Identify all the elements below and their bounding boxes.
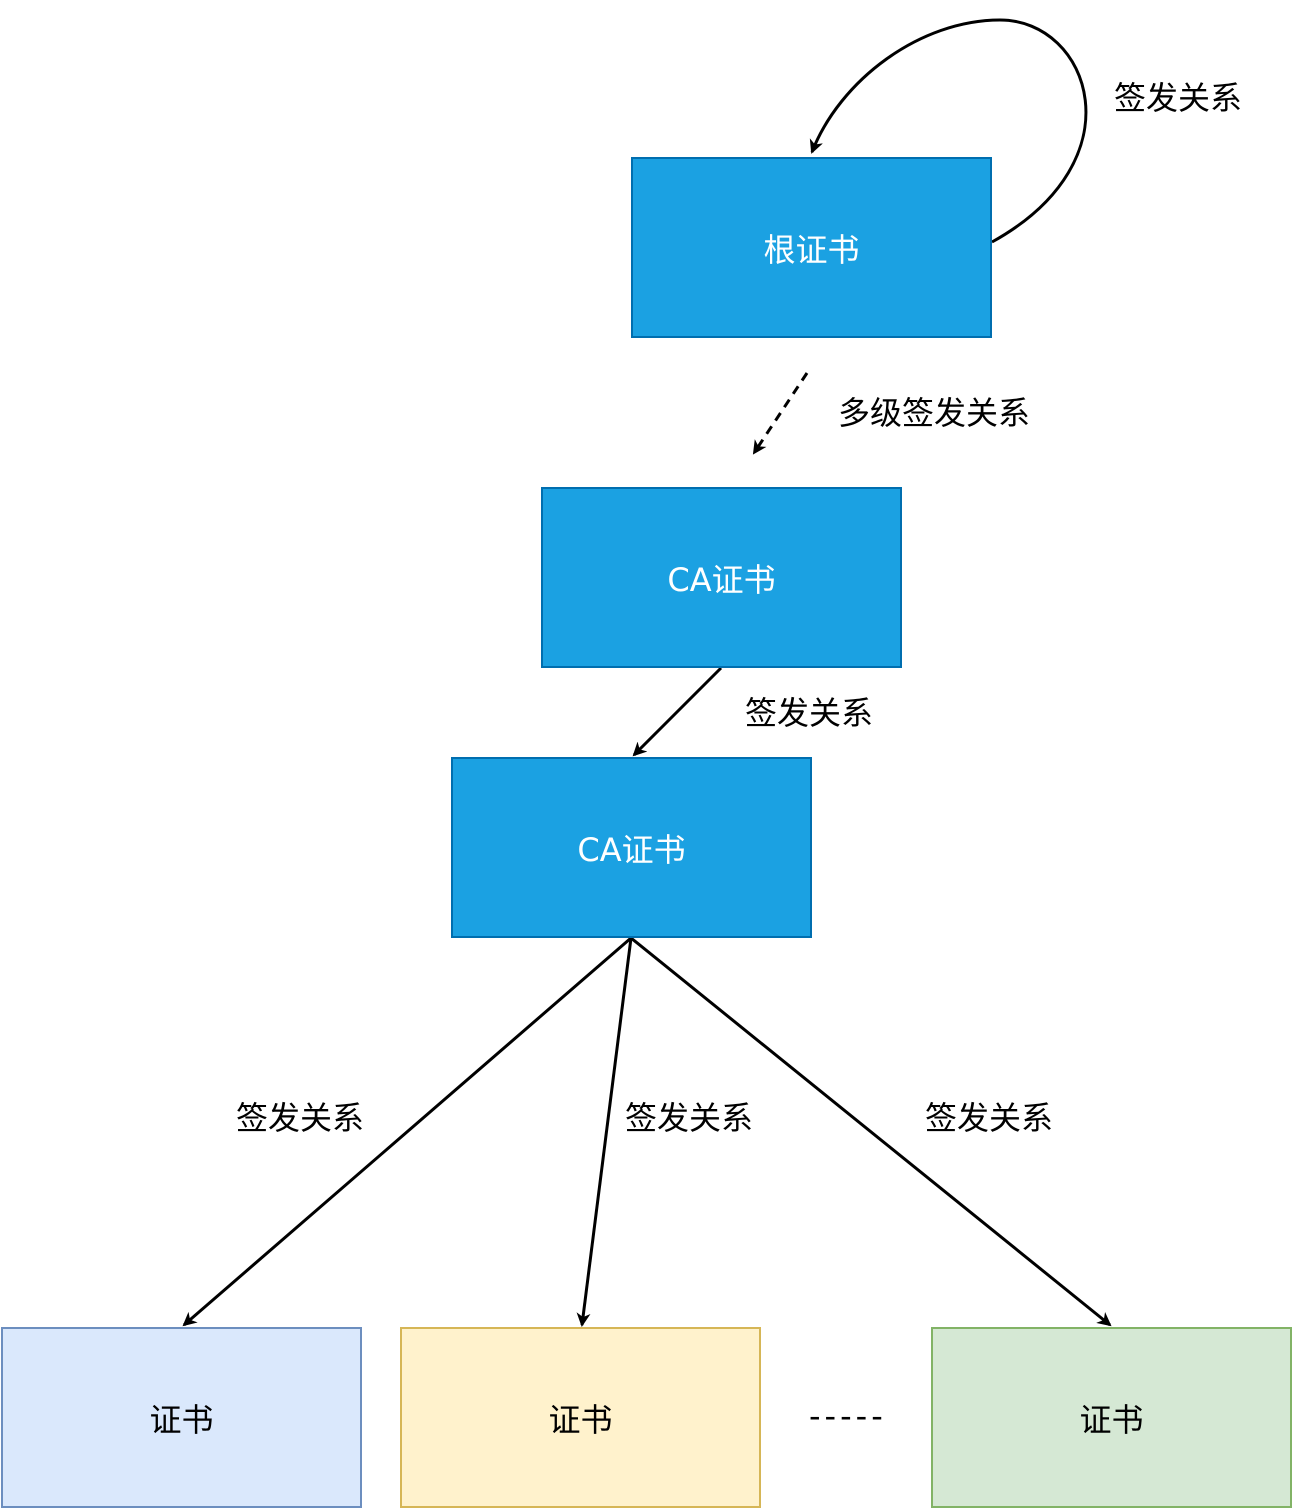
ca-to-ca-edge-label: 签发关系 xyxy=(745,694,874,732)
self-sign-edge-label: 签发关系 xyxy=(1114,79,1243,117)
root-certificate-node: 根证书 xyxy=(631,157,992,338)
ca-to-ca-arrow xyxy=(632,666,723,757)
leaf-certificate-node-3: 证书 xyxy=(931,1327,1292,1508)
ca-certificate-node-upper: CA证书 xyxy=(541,487,902,668)
ca-certificate-node-lower: CA证书 xyxy=(451,757,812,938)
ca-to-leaf-2-edge-label: 签发关系 xyxy=(625,1099,754,1137)
ca-to-leaf-1-edge-label: 签发关系 xyxy=(236,1099,365,1137)
multi-level-arrow xyxy=(752,372,809,455)
root-certificate-label: 根证书 xyxy=(763,230,860,269)
ca-to-leaf-3-edge-label: 签发关系 xyxy=(925,1099,1054,1137)
more-certificates-ellipsis: ----- xyxy=(809,1397,887,1435)
ca-certificate-label-lower: CA证书 xyxy=(577,830,686,869)
ca-to-leaf-2-arrow xyxy=(576,937,633,1327)
leaf-certificate-label-1: 证书 xyxy=(149,1400,214,1439)
ca-to-leaf-3-arrow xyxy=(630,936,1112,1327)
leaf-certificate-label-3: 证书 xyxy=(1079,1400,1144,1439)
leaf-certificate-label-2: 证书 xyxy=(548,1400,613,1439)
leaf-certificate-node-1: 证书 xyxy=(1,1327,362,1508)
self-sign-arrow xyxy=(809,18,1088,244)
ca-certificate-label-upper: CA证书 xyxy=(667,560,776,599)
multi-level-edge-label: 多级签发关系 xyxy=(838,394,1031,432)
ca-to-leaf-1-arrow xyxy=(182,936,632,1327)
leaf-certificate-node-2: 证书 xyxy=(400,1327,761,1508)
